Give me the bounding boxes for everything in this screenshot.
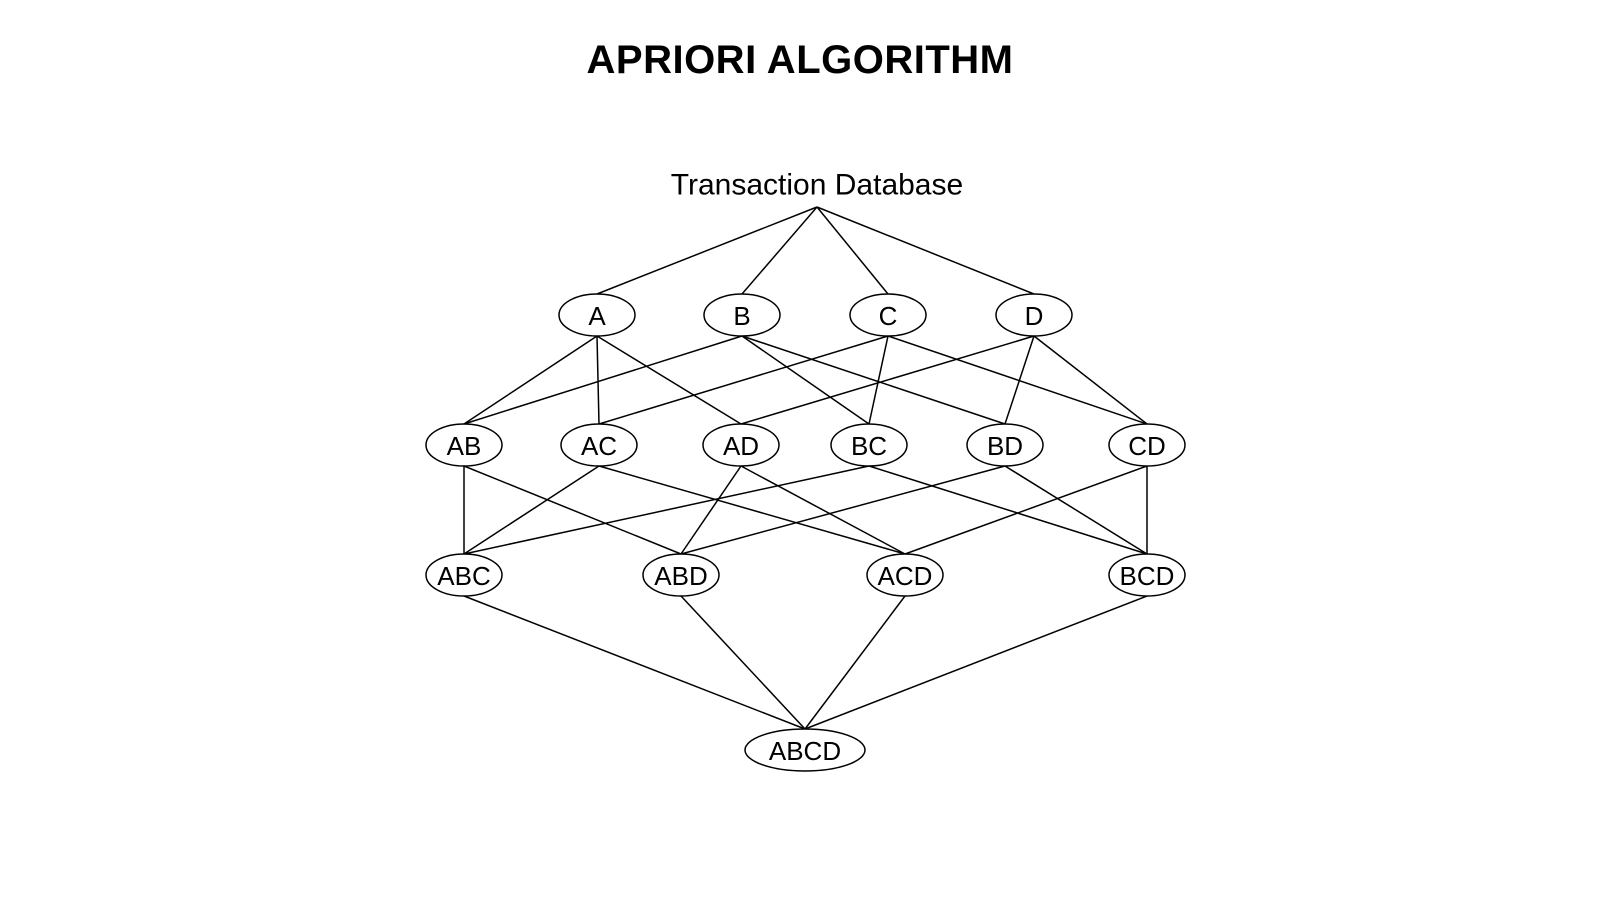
itemset-label-cd: CD: [1128, 431, 1166, 461]
itemset-node-d: D: [995, 293, 1073, 337]
edge-b-bc: [741, 335, 870, 425]
itemset-ellipse-d: [995, 293, 1073, 337]
itemset-ellipse-abd: [642, 553, 720, 597]
edge-abc-abcd: [463, 595, 806, 730]
itemset-ellipse-cd: [1108, 423, 1186, 467]
itemset-node-ac: AC: [560, 423, 638, 467]
itemset-ellipse-bcd: [1108, 553, 1186, 597]
edge-bd-bcd: [1004, 465, 1148, 555]
itemset-label-bcd: BCD: [1120, 561, 1175, 591]
diagram-title: APRIORI ALGORITHM: [586, 38, 1014, 82]
edge-ab-abd: [463, 465, 682, 555]
edge-d-cd: [1033, 335, 1148, 425]
edge-ad-acd: [740, 465, 906, 555]
itemset-label-bc: BC: [851, 431, 887, 461]
edge-cd-acd: [904, 465, 1148, 555]
itemset-node-abc: ABC: [425, 553, 503, 597]
itemset-ellipse-abcd: [744, 728, 866, 772]
itemset-ellipse-bd: [966, 423, 1044, 467]
itemset-label-abcd: ABCD: [769, 736, 841, 766]
edge-bc-abc: [463, 465, 870, 555]
edge-bc-bcd: [868, 465, 1148, 555]
itemset-node-ab: AB: [425, 423, 503, 467]
edge-c-bc: [868, 335, 889, 425]
itemset-label-bd: BD: [987, 431, 1023, 461]
itemset-label-abc: ABC: [437, 561, 490, 591]
edge-c-ac: [598, 335, 889, 425]
transaction-database-label: Transaction Database: [671, 169, 963, 202]
edge-db-d: [816, 206, 1035, 295]
edge-ac-abc: [463, 465, 600, 555]
itemset-label-a: A: [588, 301, 606, 331]
itemset-ellipse-ad: [702, 423, 780, 467]
edge-db-b: [741, 206, 818, 295]
itemset-node-abd: ABD: [642, 553, 720, 597]
itemset-ellipse-abc: [425, 553, 503, 597]
edge-ad-abd: [680, 465, 742, 555]
edge-a-ab: [463, 335, 598, 425]
itemset-label-acd: ACD: [878, 561, 933, 591]
itemset-node-bcd: BCD: [1108, 553, 1186, 597]
edge-c-cd: [887, 335, 1148, 425]
edge-abd-abcd: [680, 595, 806, 730]
edge-d-ad: [740, 335, 1035, 425]
itemset-label-ad: AD: [723, 431, 759, 461]
itemset-node-c: C: [849, 293, 927, 337]
itemset-label-c: C: [879, 301, 898, 331]
itemset-label-b: B: [733, 301, 750, 331]
itemset-label-d: D: [1025, 301, 1044, 331]
itemset-node-acd: ACD: [866, 553, 944, 597]
itemset-node-bd: BD: [966, 423, 1044, 467]
itemset-node-b: B: [703, 293, 781, 337]
edge-ac-acd: [598, 465, 906, 555]
itemset-label-abd: ABD: [654, 561, 707, 591]
itemset-ellipse-bc: [830, 423, 908, 467]
itemset-label-ab: AB: [447, 431, 482, 461]
edge-b-ab: [463, 335, 743, 425]
itemset-label-ac: AC: [581, 431, 617, 461]
edge-db-a: [596, 206, 818, 295]
itemset-node-a: A: [558, 293, 636, 337]
edge-acd-abcd: [804, 595, 906, 730]
itemset-node-cd: CD: [1108, 423, 1186, 467]
itemset-ellipse-ac: [560, 423, 638, 467]
edges-layer: [463, 206, 1148, 730]
itemset-node-abcd: ABCD: [744, 728, 866, 772]
edge-db-c: [816, 206, 889, 295]
edge-bcd-abcd: [804, 595, 1148, 730]
itemset-node-bc: BC: [830, 423, 908, 467]
itemset-ellipse-acd: [866, 553, 944, 597]
edge-b-bd: [741, 335, 1006, 425]
itemset-ellipse-b: [703, 293, 781, 337]
itemset-ellipse-a: [558, 293, 636, 337]
itemset-ellipse-ab: [425, 423, 503, 467]
edge-bd-abd: [680, 465, 1006, 555]
edge-a-ac: [596, 335, 600, 425]
edge-a-ad: [596, 335, 742, 425]
itemset-ellipse-c: [849, 293, 927, 337]
itemset-node-ad: AD: [702, 423, 780, 467]
edge-d-bd: [1004, 335, 1035, 425]
